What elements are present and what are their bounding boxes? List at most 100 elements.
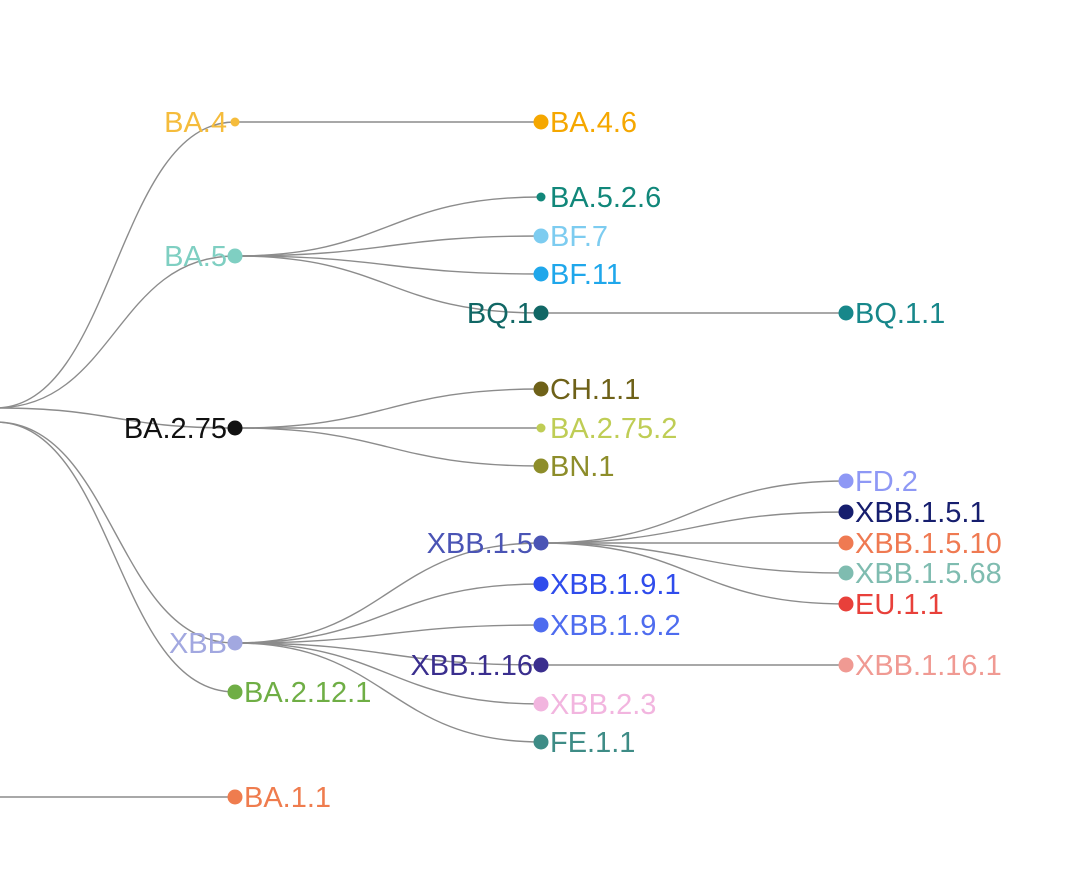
edge-xbb-to-xbb-2-3 [234, 642, 542, 705]
edge-xbb-to-xbb-1-9-1 [234, 583, 542, 644]
node-ch-1-1: CH.1.1 [533, 374, 640, 406]
node-label-fd-2: FD.2 [855, 466, 918, 498]
node-dot-xbb-1-16-1 [838, 657, 854, 673]
node-label-eu-1-1: EU.1.1 [855, 589, 944, 621]
edge-xbb-1-5-to-xbb-1-5-1 [540, 511, 847, 544]
edge-ba-5-to-ba-5-2-6 [234, 196, 542, 257]
node-label-ba-5: BA.5 [164, 241, 227, 273]
node-ba-2-75-2: BA.2.75.2 [536, 413, 677, 445]
edge-xbb-1-5-to-xbb-1-5-68 [540, 542, 847, 574]
node-label-bf-7: BF.7 [550, 221, 608, 253]
node-label-xbb-1-5: XBB.1.5 [427, 528, 533, 560]
node-fd-2: FD.2 [838, 466, 918, 498]
node-bq-1: BQ.1 [467, 298, 549, 330]
edge-ba-5-to-bq-1 [234, 255, 542, 314]
node-dot-ba-2-75-2 [536, 423, 546, 433]
edges-layer [0, 121, 847, 798]
node-xbb: XBB [169, 628, 243, 660]
node-label-xbb-1-9-1: XBB.1.9.1 [550, 569, 681, 601]
node-label-bq-1: BQ.1 [467, 298, 533, 330]
node-dot-xbb-1-5-10 [838, 535, 854, 551]
node-dot-ch-1-1 [533, 381, 549, 397]
edge-ba-5-to-bf-11 [234, 255, 542, 275]
edge-root2-to-ba-2-12-1 [0, 421, 236, 693]
node-label-ba-2-75-2: BA.2.75.2 [550, 413, 677, 445]
node-dot-ba-5-2-6 [536, 192, 546, 202]
node-xbb-1-5: XBB.1.5 [427, 528, 549, 560]
node-eu-1-1: EU.1.1 [838, 589, 944, 621]
node-ba-2-75: BA.2.75 [124, 413, 243, 445]
edge-xbb-to-xbb-1-9-2 [234, 624, 542, 644]
node-ba-4: BA.4 [164, 107, 240, 139]
node-label-ba-5-2-6: BA.5.2.6 [550, 182, 661, 214]
node-label-xbb-1-16-1: XBB.1.16.1 [855, 650, 1002, 682]
node-label-ba-2-75: BA.2.75 [124, 413, 227, 445]
edge-xbb-1-5-to-fd-2 [540, 480, 847, 544]
edge-xbb-1-5-to-eu-1-1 [540, 542, 847, 605]
node-dot-ba-2-12-1 [227, 684, 243, 700]
node-xbb-1-5-1: XBB.1.5.1 [838, 497, 986, 529]
node-dot-ba-1-1 [227, 789, 243, 805]
node-dot-bq-1 [533, 305, 549, 321]
node-dot-ba-5 [227, 248, 243, 264]
node-dot-bf-7 [533, 228, 549, 244]
node-bn-1: BN.1 [533, 451, 614, 483]
node-label-ba-4-6: BA.4.6 [550, 107, 637, 139]
edge-root-to-ba-5 [0, 255, 236, 409]
edge-xbb-to-fe-1-1 [234, 642, 542, 743]
node-dot-xbb-1-5-68 [838, 565, 854, 581]
edge-root-to-ba-2-75 [0, 407, 236, 429]
node-label-xbb-1-5-68: XBB.1.5.68 [855, 558, 1002, 590]
node-bf-11: BF.11 [533, 259, 622, 291]
node-label-xbb: XBB [169, 628, 227, 660]
node-dot-ba-2-75 [227, 420, 243, 436]
node-xbb-1-16: XBB.1.16 [410, 650, 549, 682]
node-dot-bf-11 [533, 266, 549, 282]
node-label-ba-1-1: BA.1.1 [244, 782, 331, 814]
node-dot-xbb [227, 635, 243, 651]
edge-ba-5-to-bf-7 [234, 235, 542, 257]
node-label-xbb-1-9-2: XBB.1.9.2 [550, 610, 681, 642]
node-dot-xbb-1-9-1 [533, 576, 549, 592]
node-dot-fd-2 [838, 473, 854, 489]
node-label-ba-2-12-1: BA.2.12.1 [244, 677, 371, 709]
node-dot-ba-4-6 [533, 114, 549, 130]
node-label-fe-1-1: FE.1.1 [550, 727, 635, 759]
node-label-xbb-1-5-1: XBB.1.5.1 [855, 497, 986, 529]
node-xbb-1-5-68: XBB.1.5.68 [838, 558, 1002, 590]
node-label-bq-1-1: BQ.1.1 [855, 298, 945, 330]
node-xbb-1-5-10: XBB.1.5.10 [838, 528, 1002, 560]
node-ba-2-12-1: BA.2.12.1 [227, 677, 371, 709]
node-dot-xbb-1-16 [533, 657, 549, 673]
node-ba-5-2-6: BA.5.2.6 [536, 182, 661, 214]
node-xbb-1-9-1: XBB.1.9.1 [533, 569, 681, 601]
node-dot-eu-1-1 [838, 596, 854, 612]
node-ba-1-1: BA.1.1 [227, 782, 331, 814]
edge-xbb-to-xbb-1-5 [234, 542, 542, 644]
node-xbb-2-3: XBB.2.3 [533, 689, 656, 721]
node-label-xbb-1-16: XBB.1.16 [410, 650, 533, 682]
edge-root-to-ba-4 [0, 121, 236, 409]
node-dot-fe-1-1 [533, 734, 549, 750]
node-label-bn-1: BN.1 [550, 451, 614, 483]
node-ba-4-6: BA.4.6 [533, 107, 637, 139]
edge-ba-2-75-to-ch-1-1 [234, 388, 542, 429]
edge-ba-2-75-to-bn-1 [234, 427, 542, 467]
node-dot-xbb-2-3 [533, 696, 549, 712]
node-dot-bq-1-1 [838, 305, 854, 321]
node-label-ba-4: BA.4 [164, 107, 227, 139]
node-bf-7: BF.7 [533, 221, 608, 253]
node-label-xbb-1-5-10: XBB.1.5.10 [855, 528, 1002, 560]
node-xbb-1-9-2: XBB.1.9.2 [533, 610, 681, 642]
node-dot-xbb-1-5-1 [838, 504, 854, 520]
node-fe-1-1: FE.1.1 [533, 727, 635, 759]
edge-root2-to-xbb [0, 421, 236, 644]
node-dot-bn-1 [533, 458, 549, 474]
node-label-ch-1-1: CH.1.1 [550, 374, 640, 406]
node-label-bf-11: BF.11 [550, 259, 622, 291]
node-dot-xbb-1-5 [533, 535, 549, 551]
node-label-xbb-2-3: XBB.2.3 [550, 689, 656, 721]
